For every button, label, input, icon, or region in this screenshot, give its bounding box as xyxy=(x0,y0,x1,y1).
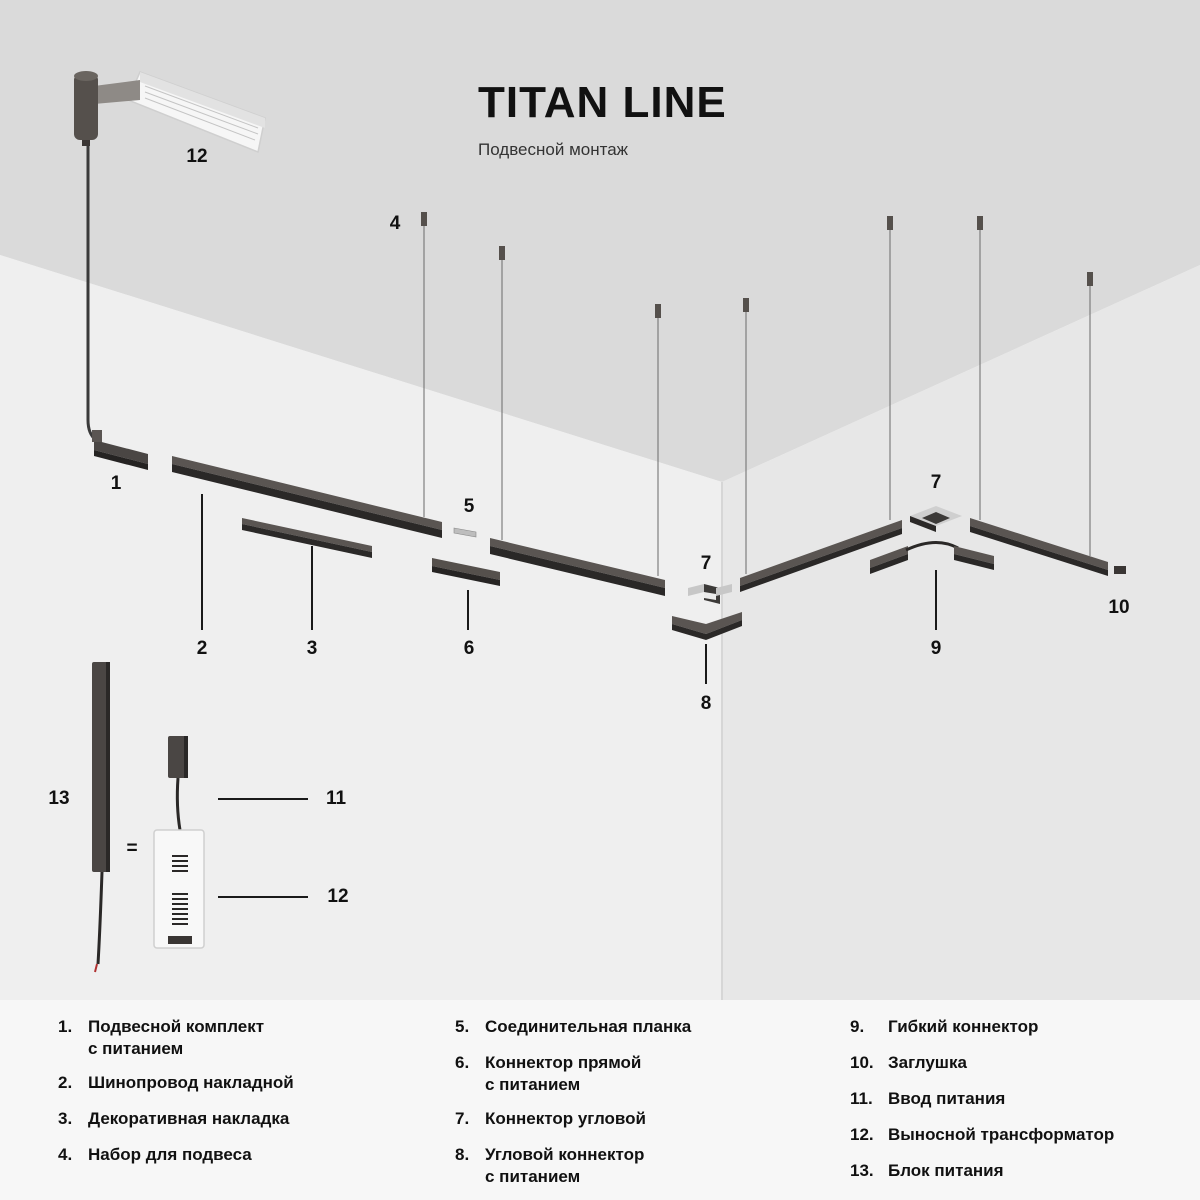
callout-7-lower: 7 xyxy=(700,553,712,574)
ceiling xyxy=(0,0,1200,482)
legend: 1. Подвесной комплект с питанием 2. Шино… xyxy=(0,1000,1200,1200)
legend-item-7: 7. Коннектор угловой xyxy=(455,1108,646,1130)
callout-3: 3 xyxy=(306,638,318,659)
end-cap xyxy=(1114,566,1126,574)
callout-13: 13 xyxy=(48,788,70,809)
callout-9: 9 xyxy=(930,638,942,659)
legend-item-11: 11. Ввод питания xyxy=(850,1088,1005,1110)
callout-10: 10 xyxy=(1108,597,1130,618)
callout-7-upper: 7 xyxy=(930,472,942,493)
suspension-kit-with-power xyxy=(92,430,148,470)
legend-text: Шинопровод накладной xyxy=(88,1073,294,1092)
remote-transformer-top xyxy=(127,71,266,154)
equals-sign: = xyxy=(126,838,138,859)
legend-item-13: 13. Блок питания xyxy=(850,1160,1004,1182)
callout-12-bottom: 12 xyxy=(327,886,349,907)
legend-text: Блок питания xyxy=(888,1161,1004,1180)
suspension-sets xyxy=(423,224,1091,576)
straight-connector-with-power xyxy=(432,558,500,586)
legend-item-3: 3. Декоративная накладка xyxy=(58,1108,289,1130)
legend-num: 9. xyxy=(850,1017,865,1036)
callout-2: 2 xyxy=(196,638,208,659)
legend-item-4: 4. Набор для подвеса xyxy=(58,1144,252,1166)
legend-num: 2. xyxy=(58,1073,73,1092)
legend-text: Декоративная накладка xyxy=(88,1109,290,1128)
callout-8: 8 xyxy=(700,693,712,714)
legend-text: Заглушка xyxy=(888,1053,967,1072)
corner-connector-upper xyxy=(910,506,962,532)
legend-num: 5. xyxy=(455,1017,470,1036)
decorative-cover xyxy=(242,518,372,558)
legend-num: 3. xyxy=(58,1109,73,1128)
callout-12-top: 12 xyxy=(186,146,208,167)
legend-item-5: 5. Соединительная планка xyxy=(455,1016,691,1038)
legend-num: 10. xyxy=(850,1053,874,1072)
installation-scene xyxy=(0,0,1200,1000)
corner-connector-with-power xyxy=(672,612,742,640)
legend-num: 1. xyxy=(58,1017,73,1036)
page-title: TITAN LINE xyxy=(478,78,727,127)
remote-transformer xyxy=(153,829,205,949)
callout-5: 5 xyxy=(463,496,475,517)
power-supply-unit xyxy=(92,662,110,973)
legend-text: Гибкий коннектор xyxy=(888,1017,1039,1036)
legend-item-9: 9. Гибкий коннектор xyxy=(850,1016,1038,1038)
callout-1: 1 xyxy=(110,473,122,494)
legend-num: 13. xyxy=(850,1161,874,1180)
corner-connector-lower xyxy=(688,584,732,604)
power-input xyxy=(168,736,188,831)
callout-11: 11 xyxy=(325,788,347,809)
legend-num: 6. xyxy=(455,1053,470,1072)
legend-item-1: 1. Подвесной комплект с питанием xyxy=(58,1016,264,1060)
legend-text: Набор для подвеса xyxy=(88,1145,252,1164)
legend-text: Коннектор угловой xyxy=(485,1109,646,1128)
legend-item-12: 12. Выносной трансформатор xyxy=(850,1124,1114,1146)
left-wall xyxy=(0,255,722,1000)
legend-text: Ввод питания xyxy=(888,1089,1006,1108)
legend-item-6: 6. Коннектор прямой с питанием xyxy=(455,1052,641,1096)
legend-num: 12. xyxy=(850,1125,874,1144)
connecting-plate xyxy=(453,527,477,538)
legend-num: 11. xyxy=(850,1089,873,1108)
suspended-track-back xyxy=(970,518,1108,576)
legend-text: Подвесной комплект с питанием xyxy=(88,1017,265,1058)
surface-track xyxy=(172,456,442,538)
legend-item-10: 10. Заглушка xyxy=(850,1052,967,1074)
legend-num: 4. xyxy=(58,1145,73,1164)
legend-text: Выносной трансформатор xyxy=(888,1125,1115,1144)
legend-num: 8. xyxy=(455,1145,470,1164)
ceiling-canopy xyxy=(74,71,140,146)
callout-4: 4 xyxy=(389,213,401,234)
legend-text: Коннектор прямой с питанием xyxy=(485,1053,642,1094)
leader-lines xyxy=(201,494,937,898)
legend-item-2: 2. Шинопровод накладной xyxy=(58,1072,294,1094)
right-wall xyxy=(722,265,1200,1000)
legend-num: 7. xyxy=(455,1109,470,1128)
suspended-track-left xyxy=(490,538,665,596)
legend-text: Соединительная планка xyxy=(485,1017,692,1036)
flexible-connector xyxy=(870,541,994,574)
page-subtitle: Подвесной монтаж xyxy=(478,140,629,159)
legend-text: Угловой коннектор с питанием xyxy=(485,1145,645,1186)
suspension-mounts xyxy=(421,212,1093,318)
suspended-track-right xyxy=(740,520,902,592)
legend-item-8: 8. Угловой коннектор с питанием xyxy=(455,1144,644,1188)
callout-6: 6 xyxy=(463,638,475,659)
